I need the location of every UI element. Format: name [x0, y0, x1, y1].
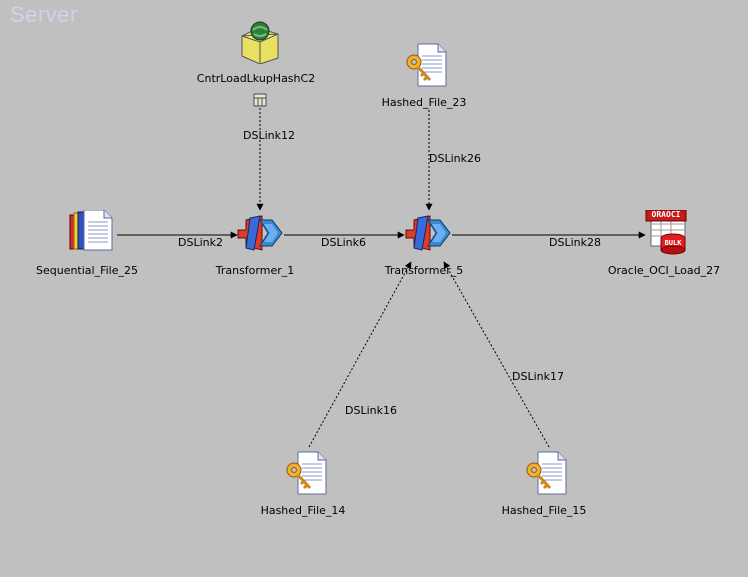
stage-label-hashed-file-23[interactable]: Hashed_File_23 [381, 96, 467, 109]
stage-hashed-file-14[interactable] [284, 450, 328, 496]
stage-cntrloadlkuphashc2[interactable] [238, 18, 282, 64]
hashed-file-icon [526, 451, 567, 495]
stage-label-sequential-file-25[interactable]: Sequential_File_25 [35, 264, 139, 277]
stage-label-cntrloadlkuphashc2[interactable]: CntrLoadLkupHashC2 [196, 72, 316, 85]
server-watermark: Server [10, 2, 78, 27]
oracle-badge-bottom: BULK [664, 239, 682, 247]
link-label-dslink16[interactable]: DSLink16 [345, 404, 397, 417]
hashed-file-icon [406, 43, 447, 87]
link-label-dslink12[interactable]: DSLink12 [243, 129, 295, 142]
stage-label-oracle-oci-load-27[interactable]: Oracle_OCI_Load_27 [607, 264, 721, 277]
oracle-oci-icon [645, 210, 687, 255]
sequential-file-icon [69, 210, 113, 251]
link-label-dslink17[interactable]: DSLink17 [512, 370, 564, 383]
stage-label-transformer-5[interactable]: Transformer_5 [384, 264, 464, 277]
link-label-dslink28[interactable]: DSLink28 [549, 236, 601, 249]
hashed-file-icon [286, 451, 327, 495]
stage-oracle-oci-load-27[interactable]: ORAOCI BULK [645, 210, 691, 256]
stage-transformer-5[interactable] [404, 212, 452, 254]
container-output-port-icon[interactable] [253, 93, 267, 107]
transformer-icon [405, 215, 451, 251]
link-label-dslink26[interactable]: DSLink26 [429, 152, 481, 165]
container-icon [241, 21, 279, 64]
stage-label-transformer-1[interactable]: Transformer_1 [215, 264, 295, 277]
link-label-dslink2[interactable]: DSLink2 [178, 236, 223, 249]
link-dslink17-line[interactable] [443, 261, 550, 448]
oracle-badge-top: ORAOCI [651, 210, 681, 219]
stage-sequential-file-25[interactable] [68, 210, 116, 252]
stage-label-hashed-file-15[interactable]: Hashed_File_15 [501, 504, 587, 517]
link-dslink16-line[interactable] [308, 261, 412, 448]
stage-label-hashed-file-14[interactable]: Hashed_File_14 [260, 504, 346, 517]
transformer-icon [237, 215, 283, 251]
stage-hashed-file-23[interactable] [404, 42, 448, 88]
stage-hashed-file-15[interactable] [524, 450, 568, 496]
link-label-dslink6[interactable]: DSLink6 [321, 236, 366, 249]
stage-transformer-1[interactable] [236, 212, 284, 254]
